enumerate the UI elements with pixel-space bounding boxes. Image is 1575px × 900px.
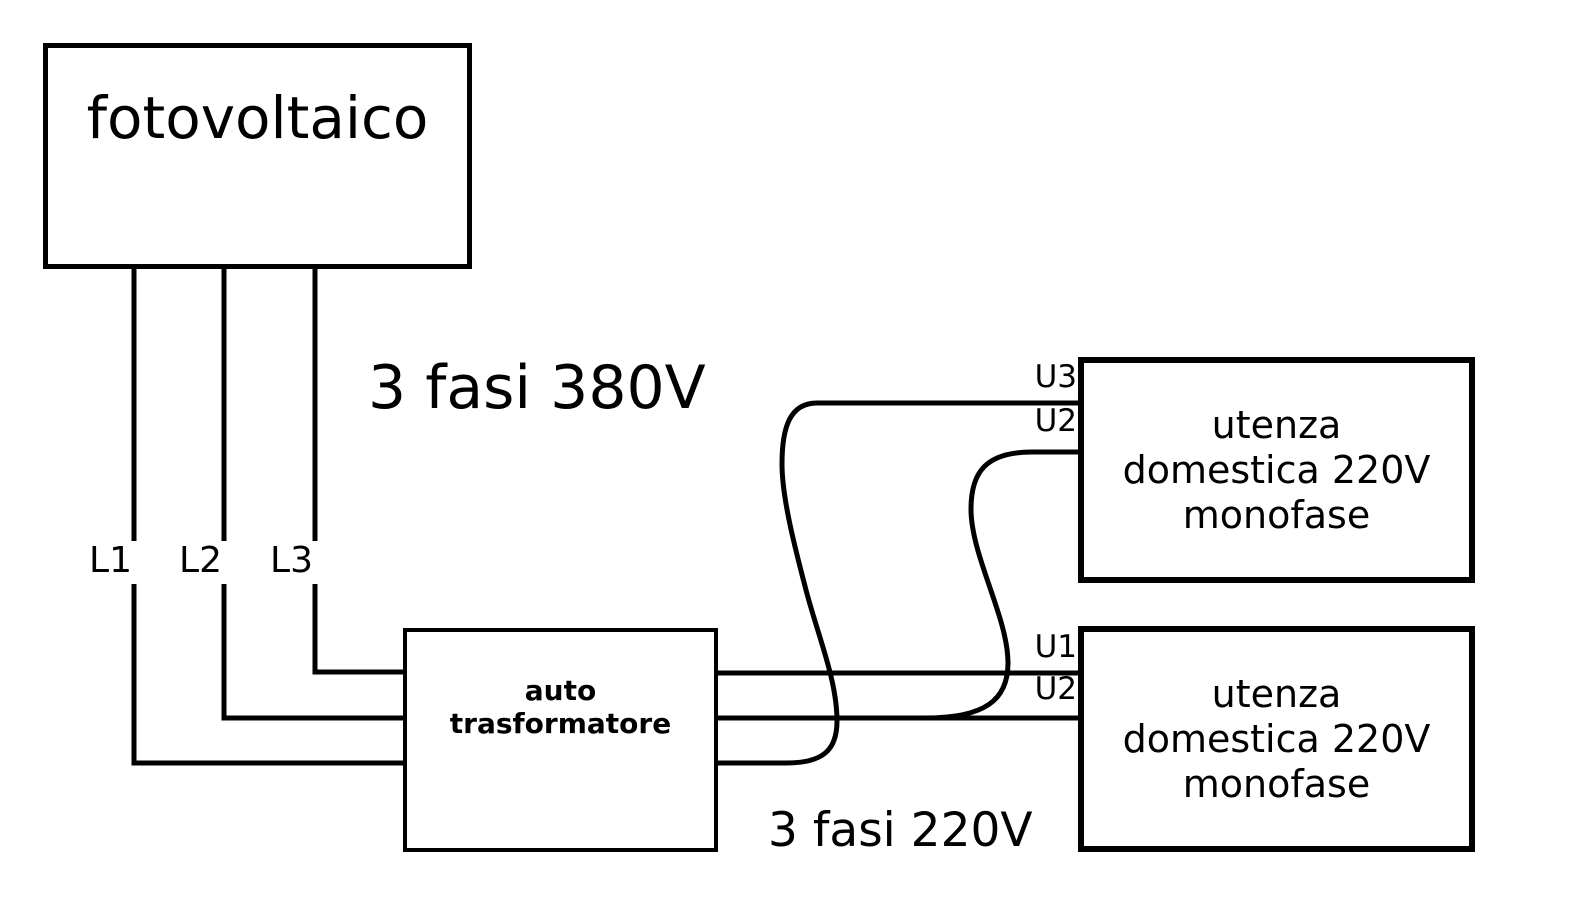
wire-l1 [131,265,409,766]
node-utenza-bottom: utenza domestica 220V monofase [1078,626,1475,852]
node-trasformatore-label-line1: auto [524,674,597,707]
node-utenza-top-line1: utenza [1211,403,1342,447]
terminal-label-u2-bottom: U2 [1034,671,1077,707]
terminal-label-u2-top: U2 [1034,403,1077,439]
phase-label-l2: L2 [179,540,222,581]
node-utenza-bottom-line3: monofase [1182,762,1371,806]
wire-l3 [312,265,409,675]
bus-label-380v: 3 fasi 380V [368,353,706,423]
bus-label-220v: 3 fasi 220V [768,803,1033,858]
node-utenza-top-line2: domestica 220V [1122,448,1431,492]
terminal-label-u3-top: U3 [1034,359,1077,395]
node-fotovoltaico: fotovoltaico [43,43,472,269]
phase-label-l1: L1 [89,540,132,581]
node-utenza-bottom-line2: domestica 220V [1122,717,1431,761]
terminal-label-u1-bottom: U1 [1034,629,1077,665]
node-trasformatore: auto trasformatore [403,628,718,852]
phase-label-l3: L3 [270,540,313,581]
wire-u2-branch [924,449,1084,721]
wire-u3 [712,400,1084,766]
wire-l2 [221,265,409,721]
node-utenza-top-line3: monofase [1182,493,1371,537]
node-utenza-bottom-line1: utenza [1211,672,1342,716]
node-trasformatore-label-line2: trasformatore [449,707,672,740]
node-utenza-top: utenza domestica 220V monofase [1078,357,1475,583]
node-fotovoltaico-label: fotovoltaico [86,84,429,152]
